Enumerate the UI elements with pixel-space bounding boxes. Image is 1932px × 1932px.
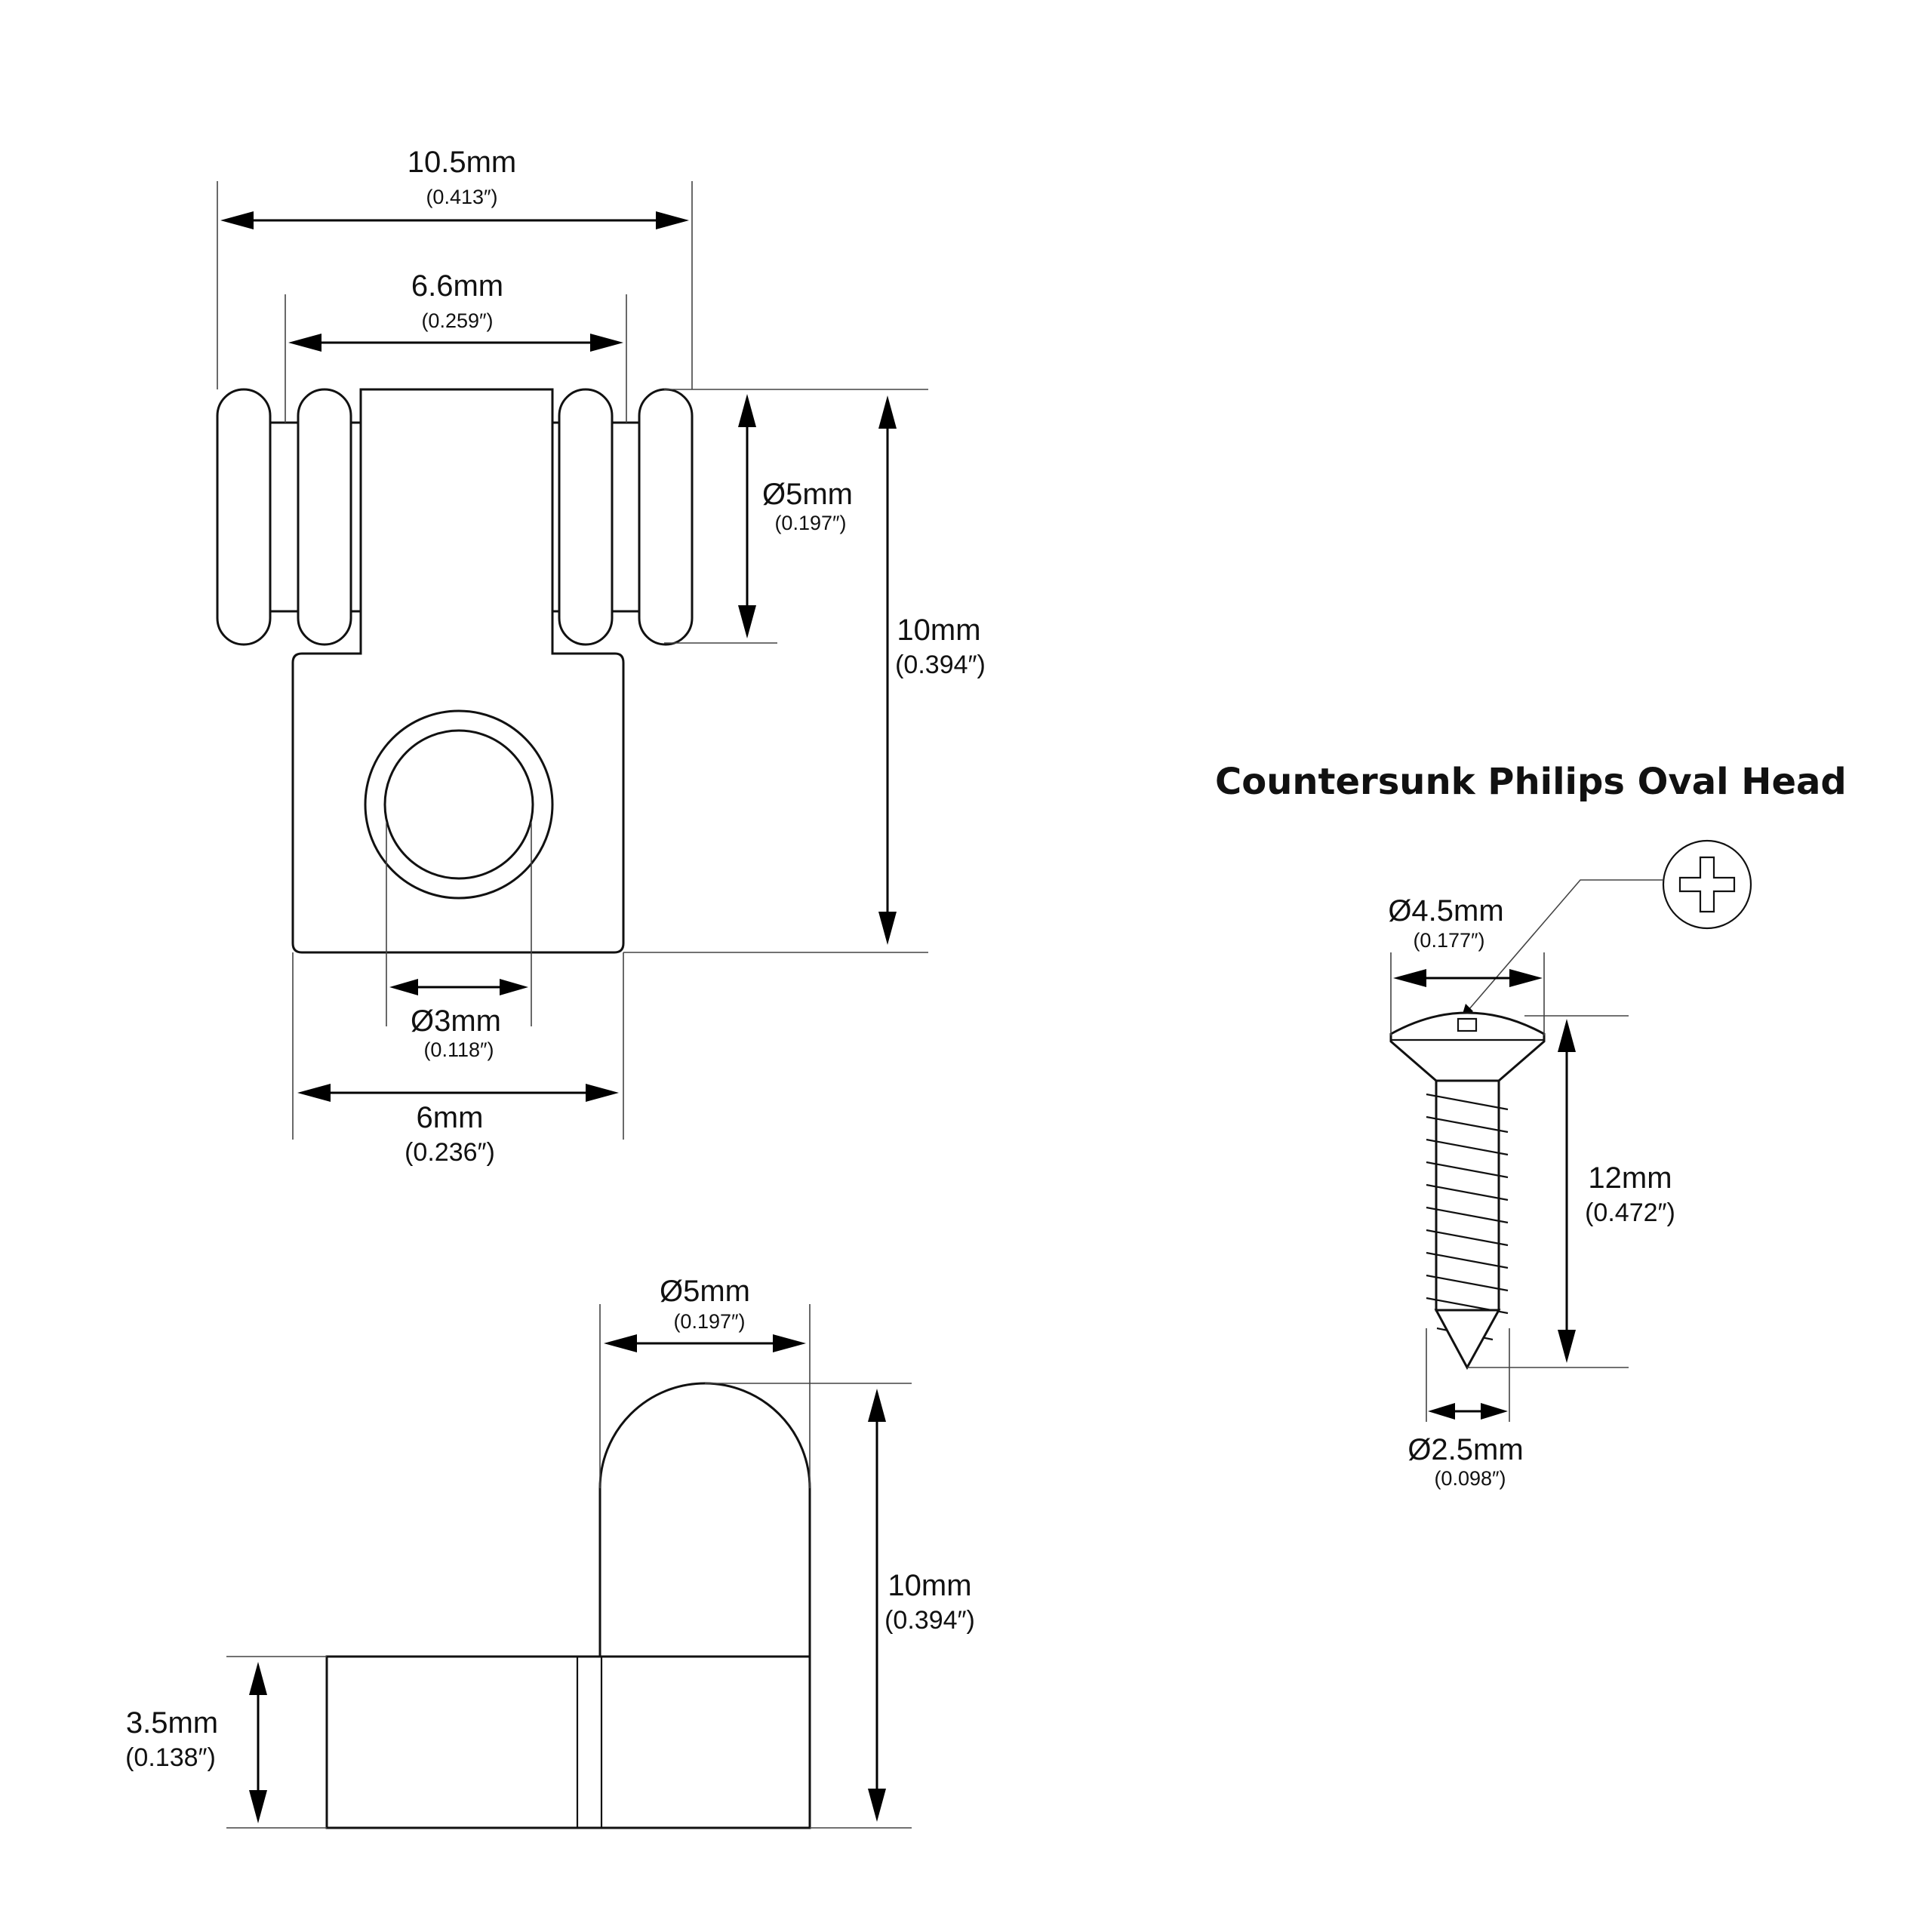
- inner-width-mm: 6.6mm: [411, 269, 503, 303]
- hole-diameter-mm: Ø3mm: [411, 1004, 501, 1038]
- base-width-inch: (0.236″): [405, 1138, 495, 1167]
- axle-left-outer: [267, 421, 300, 613]
- head-diameter-inch: (0.177″): [1413, 929, 1484, 952]
- side-roller-diameter-mm: Ø5mm: [660, 1275, 750, 1308]
- side-base: [325, 1655, 811, 1829]
- axle-right-outer: [610, 421, 643, 613]
- side-height-mm: 10mm: [888, 1569, 971, 1602]
- inner-width-inch: (0.259″): [421, 309, 493, 332]
- screw-length-inch: (0.472″): [1585, 1198, 1675, 1227]
- phillips-head-icon: [1662, 839, 1752, 930]
- shank-diameter-mm: Ø2.5mm: [1407, 1433, 1523, 1466]
- screw-tip: [1434, 1309, 1501, 1371]
- string-retainer-side-view: Ø5mm (0.197″) 10mm (0.394″) 3.5mm (0.138…: [125, 1275, 975, 1829]
- shank-diameter-inch: (0.098″): [1434, 1467, 1506, 1490]
- roller-left-inner: [297, 388, 352, 646]
- screw-length-mm: 12mm: [1588, 1161, 1672, 1195]
- screw-head: [1389, 1011, 1546, 1082]
- roller-diameter-inch: (0.197″): [774, 512, 846, 534]
- screw-threads: [1426, 1093, 1509, 1341]
- side-roller-diameter-inch: (0.197″): [673, 1310, 745, 1333]
- height-mm: 10mm: [897, 614, 980, 647]
- side-post: [598, 1382, 811, 1657]
- mounting-hole: [383, 729, 534, 880]
- string-retainer-top-view: 10.5mm (0.413″) 6.6mm (0.259″) Ø5mm (0.1…: [216, 146, 986, 1167]
- height-inch: (0.394″): [895, 651, 986, 679]
- base-height-inch: (0.138″): [125, 1743, 216, 1772]
- roller-diameter-mm: Ø5mm: [762, 478, 853, 511]
- roller-left-outer: [216, 388, 272, 646]
- head-diameter-mm: Ø4.5mm: [1388, 894, 1503, 928]
- base-width-mm: 6mm: [417, 1101, 484, 1134]
- side-height-inch: (0.394″): [884, 1606, 975, 1635]
- screw-title: Countersunk Philips Oval Head: [1215, 761, 1847, 803]
- overall-width-mm: 10.5mm: [408, 146, 517, 179]
- roller-right-inner: [558, 388, 614, 646]
- overall-width-inch: (0.413″): [426, 186, 497, 208]
- hole-diameter-inch: (0.118″): [423, 1038, 494, 1061]
- screw-shank: [1435, 1079, 1500, 1312]
- screw-drawing: Countersunk Philips Oval Head: [1215, 761, 1847, 1490]
- roller-right-outer: [638, 388, 694, 646]
- base-height-mm: 3.5mm: [126, 1706, 218, 1740]
